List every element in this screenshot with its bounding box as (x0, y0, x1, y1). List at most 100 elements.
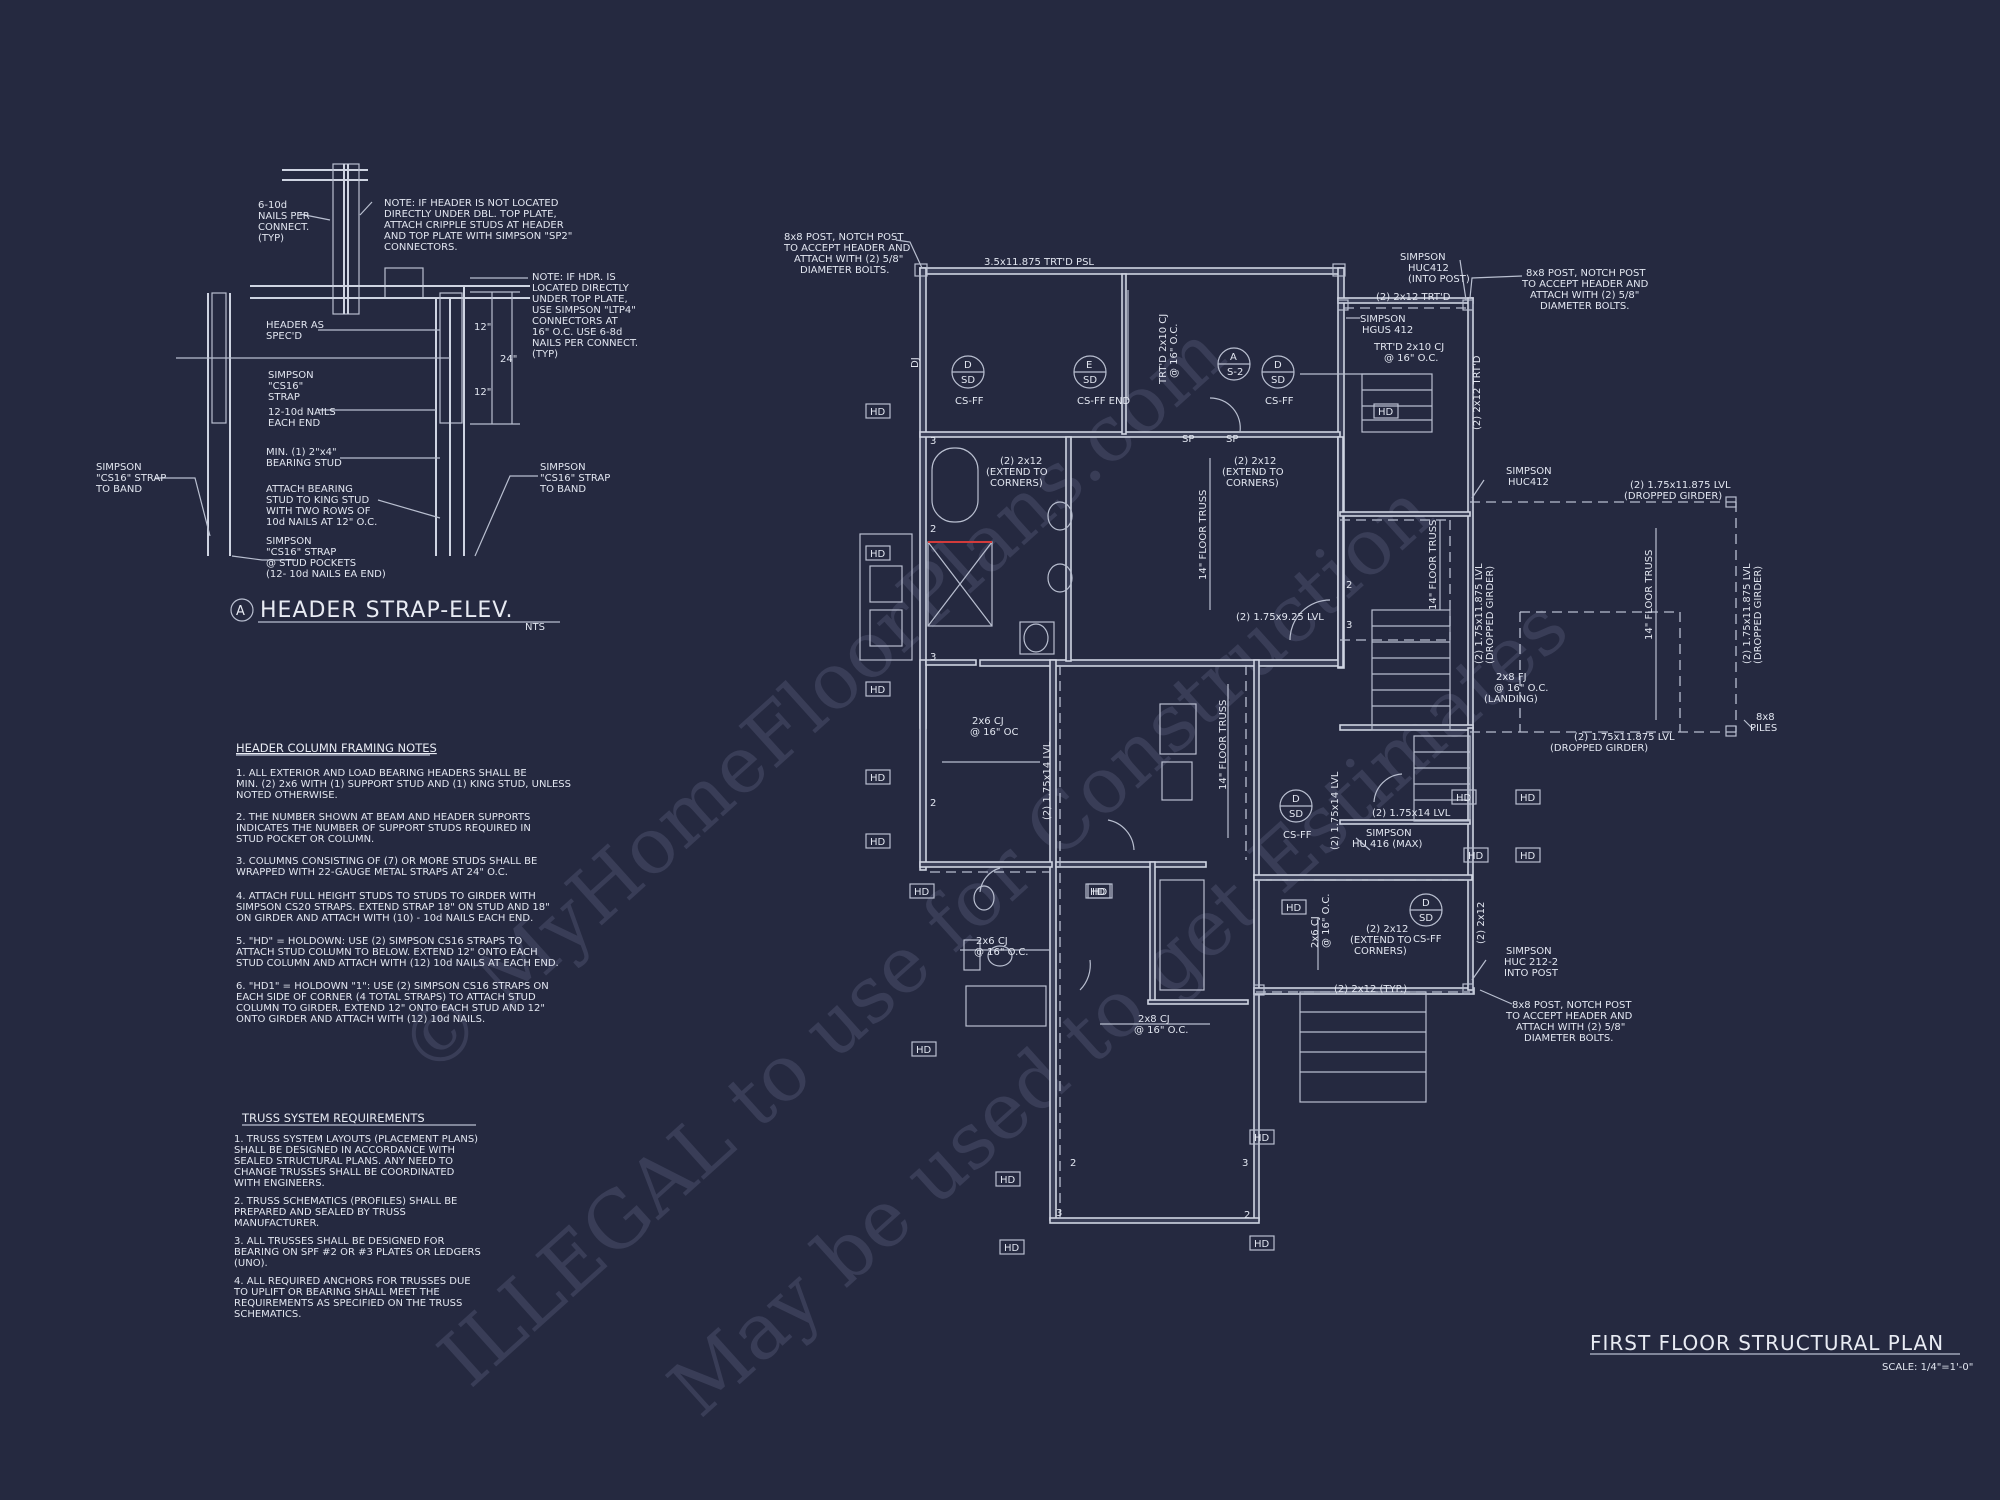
callout-dropped-1: (DROPPED GIRDER) (1624, 491, 1722, 502)
callout-cj-2x6-c: 2x6 CJ @ 16" O.C. (974, 936, 1029, 958)
stud-number: 2 (930, 524, 936, 535)
callout-ext-corners-3: (2) 2x12 (EXTEND TO CORNERS) (1350, 924, 1415, 957)
holdown-box (909, 883, 935, 899)
holdown-box (865, 681, 891, 697)
holdown-label: HD (1254, 1133, 1270, 1144)
callout-lvl-bottom: (2) 1.75x11.875 LVL (DROPPED GIRDER) (1550, 732, 1678, 754)
truss-note-3: 3. ALL TRUSSES SHALL BE DESIGNED FOR BEA… (234, 1236, 484, 1269)
detector-mid-label: SD (1083, 375, 1097, 386)
header-label: HEADER AS SPEC'D (266, 320, 327, 342)
callout-lvl-14c: (2) 1.75x14 LVL (1372, 808, 1451, 819)
callout-hgus: SIMPSON HGUS 412 (1360, 314, 1413, 336)
holdown-label: HD (1378, 407, 1394, 418)
callout-huc212: SIMPSON HUC 212-2 INTO POST (1504, 946, 1561, 979)
callout-ext-corners-2: (2) 2x12 (EXTEND TO CORNERS) (1222, 456, 1287, 489)
header-note-2: 2. THE NUMBER SHOWN AT BEAM AND HEADER S… (236, 812, 534, 845)
callout-post-tr: 8x8 POST, NOTCH POST TO ACCEPT HEADER AN… (1521, 268, 1651, 312)
header-notes-title: HEADER COLUMN FRAMING NOTES (236, 741, 437, 755)
callout-cj-top: TRT'D 2x10 CJ @ 16" O.C. (1373, 342, 1447, 364)
holdown-label: HD (1456, 793, 1472, 804)
holdown-label: HD (1286, 903, 1302, 914)
holdown-box (1249, 1235, 1275, 1251)
bearing-label: MIN. (1) 2"x4" BEARING STUD (266, 447, 342, 469)
bath-fixtures (859, 447, 1205, 1027)
dim-12-a: 12" (474, 322, 491, 333)
detail-marker-letter: A (236, 604, 245, 619)
holdown-box (1373, 403, 1399, 419)
left-band-label: SIMPSON "CS16" STRAP TO BAND (95, 462, 170, 495)
header-note-3: 3. COLUMNS CONSISTING OF (7) OR MORE STU… (236, 856, 541, 878)
header-note-6: 6. "HD1" = HOLDOWN "1": USE (2) SIMPSON … (236, 981, 552, 1025)
holdown-label: HD (1468, 851, 1484, 862)
header-note-4: 4. ATTACH FULL HEIGHT STUDS TO STUDS TO … (236, 891, 553, 924)
detector-top-label: D (1422, 898, 1430, 909)
callout-lvl-vert-left: (2) 1.75x11.875 LVL (DROPPED GIRDER) (1474, 560, 1496, 664)
stud-number: 2 (1070, 1158, 1076, 1169)
stud-number: 2 (930, 798, 936, 809)
plan-scale: SCALE: 1/4"=1'-0" (1882, 1362, 1973, 1373)
header-note-1: 1. ALL EXTERIOR AND LOAD BEARING HEADERS… (236, 768, 574, 801)
callout-lvl-vert-right: (2) 1.75x11.875 LVL (DROPPED GIRDER) (1742, 560, 1764, 664)
dim-12-b: 12" (474, 387, 491, 398)
truss-notes-title: TRUSS SYSTEM REQUIREMENTS (241, 1111, 425, 1125)
callout-floor-truss-2: 14" FLOOR TRUSS (1218, 700, 1229, 790)
holdown-label: HD (870, 407, 886, 418)
detector-bot-label: CS-FF (1413, 934, 1442, 945)
stud-number: 3 (1346, 620, 1352, 631)
detail-scale: NTS (525, 622, 545, 633)
truss-note-4: 4. ALL REQUIRED ANCHORS FOR TRUSSES DUE … (233, 1276, 474, 1320)
holdown-box (1515, 789, 1541, 805)
header-column-notes: HEADER COLUMN FRAMING NOTES 1. ALL EXTER… (236, 741, 574, 1025)
holdown-label: HD (914, 887, 930, 898)
callout-dj: DJ (910, 357, 921, 368)
detector-mid-label: SD (1271, 375, 1285, 386)
stud-number: 3 (1056, 1208, 1062, 1219)
detector-mid-label: SD (961, 375, 975, 386)
callout-ext-corners-1: (2) 2x12 (EXTEND TO CORNERS) (986, 456, 1051, 489)
holdown-label: HD (1520, 793, 1536, 804)
holdown-box (865, 403, 891, 419)
attach-label: ATTACH BEARING STUD TO KING STUD WITH TW… (266, 484, 377, 528)
detector-mid-label: SD (1289, 809, 1303, 820)
holdown-label: HD (1092, 887, 1108, 898)
holdown-box (911, 1041, 937, 1057)
detector-mid-label: S-2 (1227, 367, 1243, 378)
holdown-box (1249, 1129, 1275, 1145)
callout-floor-truss-4: 14" FLOOR TRUSS (1644, 550, 1655, 640)
callout-cj-2x6-b: 2x6 CJ @ 16" O.C. (1310, 894, 1332, 949)
holdown-label: HD (870, 837, 886, 848)
callout-cj-2x8: 2x8 CJ @ 16" O.C. (1134, 1014, 1189, 1036)
detector-bot-label: CS-FF (955, 396, 984, 407)
detector-top-label: D (1292, 794, 1300, 805)
holdown-label: HD (870, 773, 886, 784)
plan-title: FIRST FLOOR STRUCTURAL PLAN (1590, 1331, 1944, 1355)
stud-number: 3 (930, 652, 936, 663)
callout-trtd-2x12: (2) 2x12 TRT'D (1376, 292, 1451, 303)
callout-lvl-14b: (2) 1.75x14 LVL (1330, 771, 1341, 850)
holdown-box (1463, 847, 1489, 863)
truss-notes: TRUSS SYSTEM REQUIREMENTS 1. TRUSS SYSTE… (233, 1111, 484, 1320)
holdown-box (1451, 789, 1477, 805)
truss-note-1: 1. TRUSS SYSTEM LAYOUTS (PLACEMENT PLANS… (234, 1134, 481, 1189)
header-note-5: 5. "HD" = HOLDOWN: USE (2) SIMPSON CS16 … (236, 936, 559, 969)
callout-sp2: SP (1226, 434, 1238, 445)
callout-floor-truss-3: 14" FLOOR TRUSS (1428, 520, 1439, 610)
callout-cj-vert: TRT'D 2x10 CJ @ 16" O.C. (1158, 311, 1180, 385)
detector-top-label: E (1086, 360, 1092, 371)
note-2: NOTE: IF HDR. IS LOCATED DIRECTLY UNDER … (532, 272, 641, 360)
strap-label: SIMPSON "CS16" STRAP 12-10d NAILS EACH E… (268, 370, 339, 429)
dim-24: 24" (500, 354, 517, 365)
nails-label: 6-10d NAILS PER CONNECT. (TYP) (258, 200, 313, 244)
callout-lvl-top: (2) 1.75x11.875 LVL (1630, 480, 1731, 491)
stud-number: 2 (1244, 1210, 1250, 1221)
callout-psl: 3.5x11.875 TRT'D PSL (984, 257, 1094, 268)
holdown-label: HD (1520, 851, 1536, 862)
callout-post-tl: 8x8 POST, NOTCH POST TO ACCEPT HEADER AN… (783, 232, 913, 276)
stud-number: 3 (930, 436, 936, 447)
detector-bot-label: CS-FF END (1077, 396, 1130, 407)
header-strap-detail: 12" 24" 12" 6-10d NAILS PER CONNECT. (TY… (95, 163, 641, 633)
